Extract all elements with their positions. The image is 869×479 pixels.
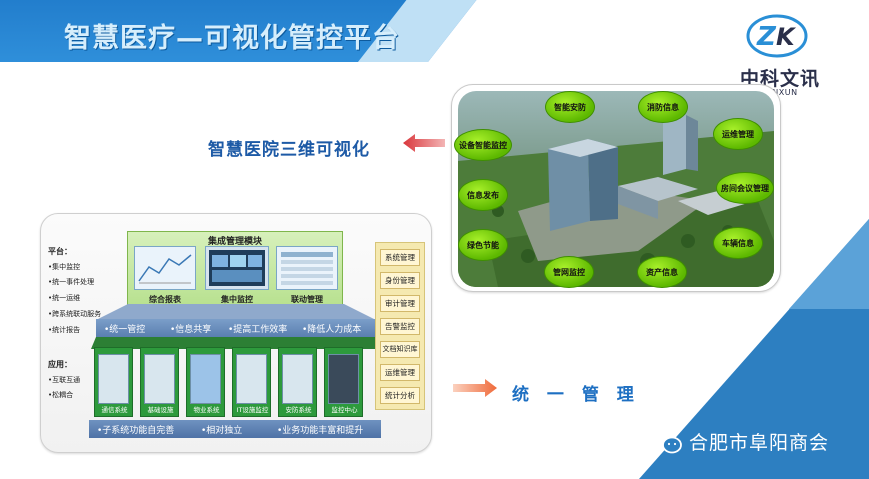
wechat-account: 合肥市阜阳商会	[650, 428, 829, 455]
arrow-right-icon	[453, 379, 497, 397]
scene-bubble-fire[interactable]: 消防信息	[638, 91, 688, 123]
feature-item: •子系统功能自完善	[97, 426, 175, 436]
app-item: •互联互通	[48, 376, 81, 384]
module-card-label: 综合报表	[149, 295, 181, 304]
subsystem-screen	[328, 354, 359, 404]
report-card[interactable]	[134, 246, 196, 290]
subsystem-label: 基础设施	[147, 406, 174, 414]
benefit-item: •统一管控	[104, 325, 146, 335]
monitor-card[interactable]	[205, 246, 269, 290]
dashboard-thumbnail-icon	[209, 250, 265, 286]
platform-item: •统一事件处理	[48, 278, 95, 286]
benefit-item: •降低人力成本	[302, 325, 362, 335]
connector-shape	[96, 304, 376, 320]
caption-3d-visualization: 智慧医院三维可视化	[208, 140, 370, 160]
page-title: 智慧医疗—可视化管控平台	[64, 23, 400, 54]
subsystem-monitor-center[interactable]: 监控中心	[324, 347, 363, 417]
subsystem-property[interactable]: 物业系统	[186, 347, 225, 417]
platform-item: •集中监控	[48, 263, 81, 271]
app-title: 应用：	[48, 360, 72, 369]
management-item[interactable]: 文档知识库	[380, 341, 420, 358]
scene-bubble-security[interactable]: 智能安防	[545, 91, 595, 123]
subsystem-it-monitoring[interactable]: IT设施监控	[232, 347, 271, 417]
wechat-account-name: 合肥市阜阳商会	[689, 432, 830, 454]
subsystem-label: 安防系统	[285, 406, 312, 414]
management-item[interactable]: 统计分析	[380, 387, 420, 404]
scene-bubble-ops[interactable]: 运维管理	[713, 118, 763, 150]
scene-bubble-pipe[interactable]: 管网监控	[544, 256, 594, 288]
scene-bubble-vehicle[interactable]: 车辆信息	[713, 227, 763, 259]
wechat-icon	[651, 429, 682, 453]
subsystem-label: IT设施监控	[236, 406, 269, 414]
subsystem-communication[interactable]: 通信系统	[94, 347, 133, 417]
management-column: 系统管理 身份管理 审计管理 告警监控 文档知识库 运维管理 统计分析	[375, 242, 425, 410]
platform-item: •统一运维	[48, 294, 81, 302]
module-card-label: 联动管理	[291, 295, 323, 304]
platform-title: 平台：	[48, 247, 72, 256]
management-item[interactable]: 身份管理	[380, 272, 420, 289]
scene-bubble-meeting[interactable]: 房间会议管理	[716, 172, 774, 204]
feature-item: •相对独立	[201, 426, 243, 436]
scene-bubble-asset[interactable]: 资产信息	[637, 256, 687, 288]
list-thumbnail-icon	[281, 252, 333, 285]
module-card-label: 集中监控	[221, 295, 253, 304]
subsystem-security[interactable]: 安防系统	[278, 347, 317, 417]
svg-text:Z: Z	[756, 22, 777, 52]
subsystem-label: 物业系统	[193, 406, 220, 414]
subsystem-label: 监控中心	[331, 406, 358, 414]
logo-mark-icon: Z K	[746, 14, 808, 58]
line-chart-thumbnail-icon	[138, 254, 192, 284]
module-title: 集成管理模块	[207, 237, 262, 247]
benefit-item: •信息共享	[170, 325, 212, 335]
linkage-card[interactable]	[276, 246, 338, 290]
subsystem-screen	[98, 354, 129, 404]
platform-item: •跨系统联动服务	[48, 310, 102, 318]
platform-item: •统计报告	[48, 326, 81, 334]
management-item[interactable]: 系统管理	[380, 249, 420, 266]
hospital-3d-scene	[458, 91, 774, 287]
corner-triangle-light	[789, 219, 869, 309]
svg-text:K: K	[776, 23, 797, 51]
hospital-building-illustration	[458, 115, 774, 287]
feature-item: •业务功能丰富和提升	[277, 426, 364, 436]
app-item: •松耦合	[48, 391, 74, 399]
integrated-management-module: 集成管理模块 综合报表 集中监控 联动管理	[127, 231, 343, 311]
management-item[interactable]: 审计管理	[380, 295, 420, 312]
management-item[interactable]: 告警监控	[380, 318, 420, 335]
benefits-band: •统一管控 •信息共享 •提高工作效率 •降低人力成本	[96, 319, 376, 337]
subsystem-screen	[236, 354, 267, 404]
features-band: •子系统功能自完善 •相对独立 •业务功能丰富和提升	[89, 420, 381, 438]
scene-bubble-publish[interactable]: 信息发布	[458, 179, 508, 211]
arrow-left-icon	[403, 134, 445, 152]
subsystem-screen	[144, 354, 175, 404]
header-banner	[0, 0, 869, 70]
subsystem-screen	[190, 354, 221, 404]
subsystem-screen	[282, 354, 313, 404]
subsystem-top-edge	[91, 337, 381, 349]
architecture-diagram: 平台： •集中监控 •统一事件处理 •统一运维 •跨系统联动服务 •统计报告 应…	[40, 213, 432, 453]
scene-bubble-energy[interactable]: 绿色节能	[458, 229, 508, 261]
hospital-3d-panel: 智能安防 消防信息 设备智能监控 运维管理 信息发布 房间会议管理 绿色节能 车…	[451, 84, 781, 292]
management-item[interactable]: 运维管理	[380, 364, 420, 381]
benefit-item: •提高工作效率	[228, 325, 288, 335]
subsystem-label: 通信系统	[101, 406, 128, 414]
subsystem-infrastructure[interactable]: 基础设施	[140, 347, 179, 417]
unified-management-label: 统 一 管 理	[512, 385, 640, 405]
scene-bubble-equipment[interactable]: 设备智能监控	[454, 129, 512, 161]
